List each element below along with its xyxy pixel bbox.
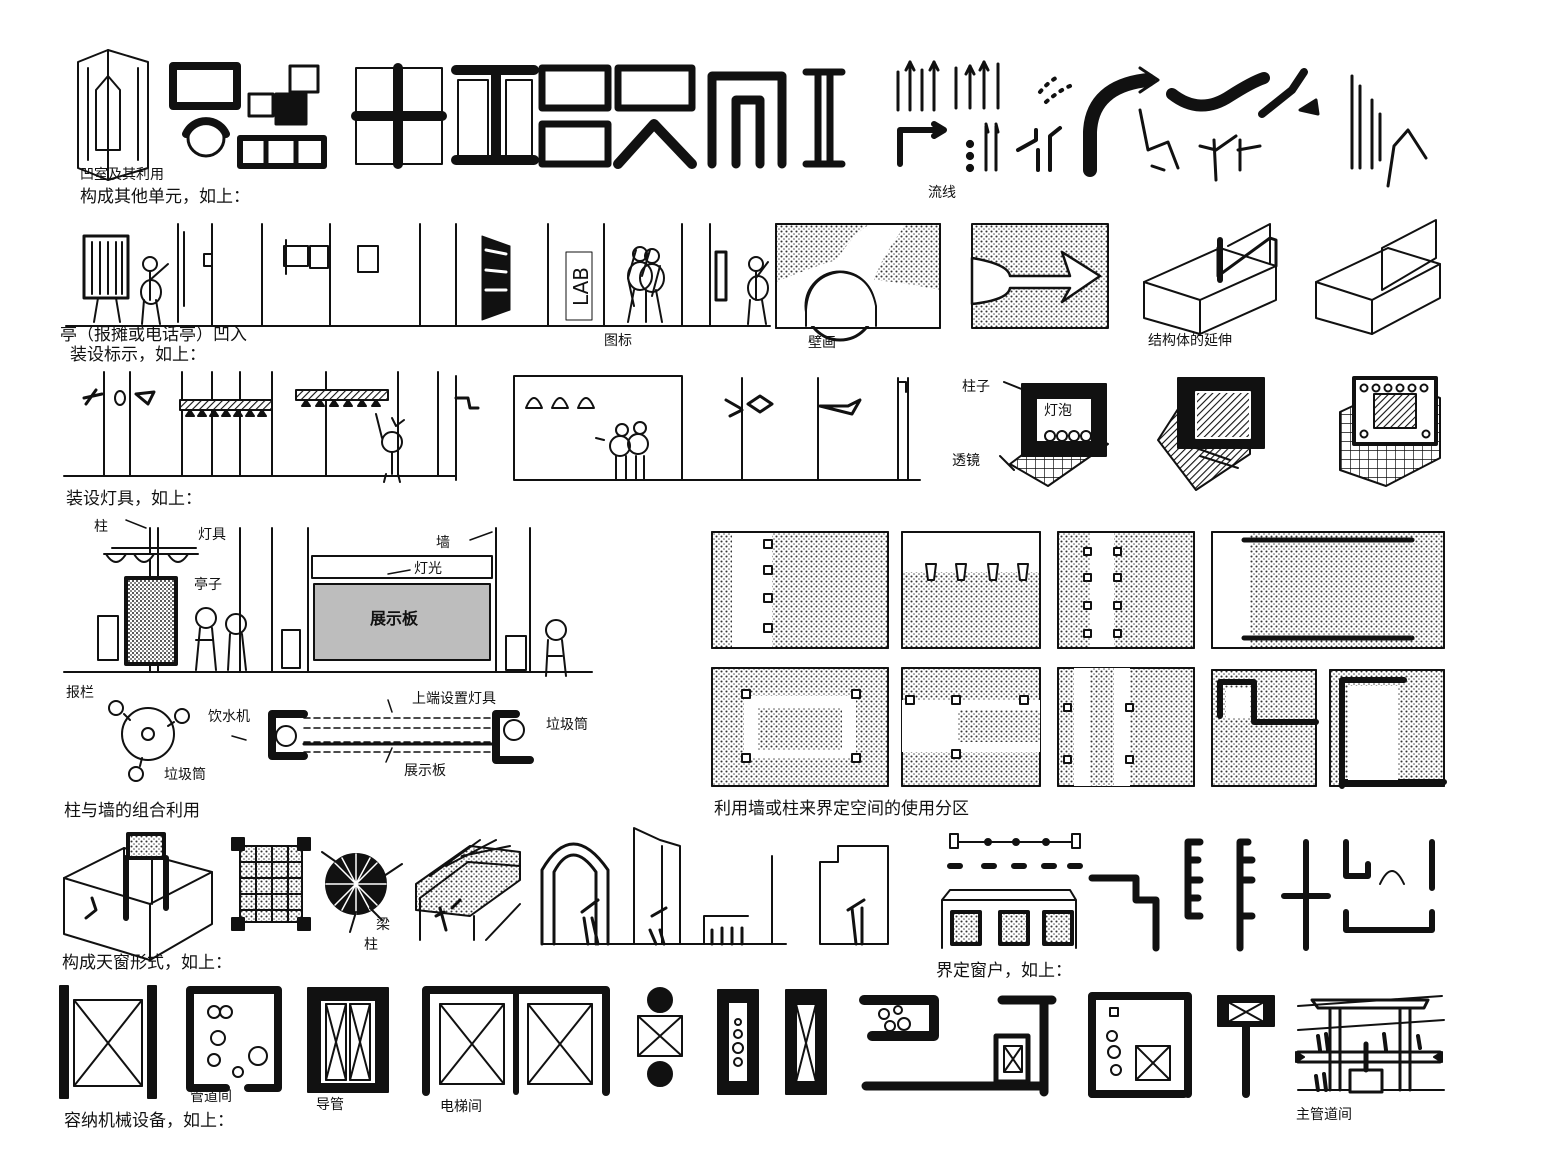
icon-caption: 图标 [604, 333, 632, 349]
mural-caption: 壁画 [808, 335, 836, 351]
structure-extension [1143, 219, 1441, 335]
cw-trash-label-right: 垃圾筒 [546, 717, 588, 733]
lighting-elevations [63, 371, 921, 483]
mural-panel-1 [775, 223, 941, 342]
cw-board-label-bottom: 展示板 [404, 763, 446, 779]
lighting-subtitle: 装设灯具，如上： [66, 489, 202, 509]
column-wall-elevation [63, 519, 593, 677]
light-box-3 [1339, 376, 1441, 487]
cw-light-label: 灯光 [414, 561, 442, 577]
mural-panel-2 [970, 223, 1109, 329]
cw-trash-label-bottom: 垃圾筒 [164, 767, 206, 783]
mechanical-plans [59, 985, 1275, 1099]
skylight-beam-label: 梁 [376, 917, 390, 933]
window-sketches [941, 833, 1435, 952]
cw-column-label: 柱 [94, 519, 108, 535]
mechanical-subtitle: 容纳机械设备，如上： [64, 1111, 234, 1131]
column-wall-subtitle: 柱与墙的组合利用 [64, 801, 200, 821]
kiosk-subtitle: 装设标示，如上： [70, 345, 206, 365]
skylight-column-label: 柱 [364, 937, 378, 953]
cw-fountain-label: 饮水机 [208, 709, 250, 725]
kiosk-row [65, 223, 771, 327]
zoning-subtitle: 利用墙或柱来界定空间的使用分区 [714, 799, 969, 819]
skylight-subtitle: 构成天窗形式，如上： [62, 953, 232, 973]
alcove-caption: 凹室及其利用 [80, 167, 164, 183]
light-box-1 [999, 381, 1109, 487]
lab-sign: LAB [565, 251, 593, 321]
main-pipe-section [1295, 995, 1445, 1094]
lens-label: 透镜 [952, 453, 980, 469]
skylight-sketches [63, 827, 889, 961]
column-wall-plan [108, 699, 534, 782]
pipe-room-label: 管道间 [190, 1089, 232, 1105]
alcove-units-1 [169, 62, 327, 169]
cw-rail-label: 报栏 [66, 685, 94, 701]
cw-board-label: 展示板 [370, 609, 419, 628]
alcove-subtitle: 构成其他单元，如上： [80, 187, 250, 207]
cw-upper-light-label: 上端设置灯具 [412, 691, 496, 707]
kiosk-caption: 亭（报摊或电话亭）凹入 [60, 325, 247, 345]
bulb-label: 灯泡 [1044, 403, 1072, 419]
column-label: 柱子 [962, 379, 990, 395]
light-box-2 [1157, 377, 1265, 491]
elevator-label: 电梯间 [440, 1099, 482, 1115]
alcove-sketch [77, 49, 149, 181]
cw-fixture-label: 灯具 [198, 527, 226, 543]
conduit-label: 导管 [316, 1097, 344, 1113]
cw-wall-label: 墙 [436, 535, 450, 551]
window-subtitle: 界定窗户，如上： [936, 961, 1072, 981]
circulation-caption: 流线 [928, 185, 956, 201]
structure-caption: 结构体的延伸 [1148, 333, 1232, 349]
cw-kiosk-label: 亭子 [194, 577, 222, 593]
main-pipe-label: 主管道间 [1296, 1107, 1352, 1123]
circulation-diagrams [896, 60, 1428, 188]
lab-sign-text: LAB [569, 267, 593, 306]
alcove-units-2 [351, 63, 846, 169]
zoning-panels [711, 531, 1447, 789]
